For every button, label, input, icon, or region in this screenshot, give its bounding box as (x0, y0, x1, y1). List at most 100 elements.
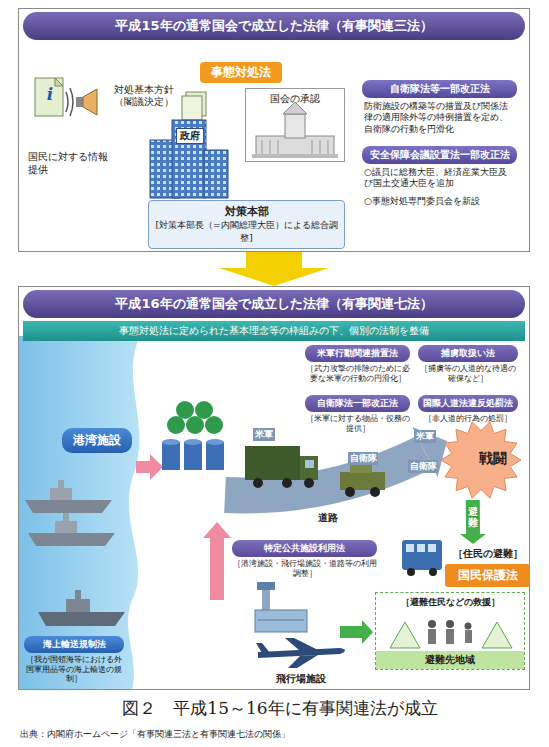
node-title: 特定公共施設利用法 (232, 540, 377, 557)
supply-stock (205, 416, 223, 434)
truck (245, 446, 300, 480)
node-title: ［避難住民などの救援］ (376, 593, 524, 609)
evacuee-figures (446, 620, 454, 628)
evacuation-area: ［避難住民などの救援］ 避難先地域 (375, 592, 525, 670)
connector-arrow (460, 500, 486, 544)
bus (402, 540, 442, 570)
airport (255, 582, 307, 632)
diet-building (285, 114, 305, 138)
law-box: 自衛隊法一部改正法［米軍に対する物品・役務の提供］ (305, 395, 410, 433)
speaker-icon (83, 89, 97, 115)
sea (18, 336, 140, 690)
truck (300, 456, 318, 480)
text-label: 飛行場施設 (276, 672, 336, 686)
node-title: 対策本部 (151, 204, 342, 219)
text-label: 対処基本方針（閣議決定） (108, 84, 180, 109)
supply-stock (162, 439, 180, 445)
panel-ground (18, 8, 530, 252)
pink-arrow (136, 454, 231, 600)
supply-stock (176, 401, 194, 419)
warship (50, 488, 72, 500)
source-note: 出典：内閣府ホームページ「有事関連三法と有事関連七法の関係」 (20, 728, 520, 741)
supply-stock (206, 442, 224, 470)
edge-label: 避難 (467, 506, 479, 528)
truck (245, 446, 318, 488)
law-box: ［住民の避難］国民保護法 (445, 544, 530, 587)
diet-building (252, 102, 338, 158)
node-title: 戦闘 (440, 420, 522, 468)
node-text: 事態対処法に定められた基本理念等の枠組みの下、個別の法制を整備 (23, 321, 525, 341)
speaker-icon (66, 92, 68, 112)
speaker-icon (66, 88, 97, 116)
jeep (345, 487, 355, 497)
node-title: 国際人道法違反処罰法 (418, 395, 518, 412)
warship (58, 480, 64, 488)
truck (282, 478, 292, 488)
evacuee-figures (465, 623, 472, 630)
figure-caption: 図２ 平成15～16年に有事関連法が成立 (40, 697, 520, 720)
text-label: 米軍 (253, 428, 275, 441)
node-title: 国会の承認 (246, 89, 344, 106)
truck (253, 478, 263, 488)
evacuee-figures (446, 629, 454, 644)
facility-label: 港湾施設 (62, 428, 132, 453)
bus (417, 544, 425, 552)
node-text: 国民保護法 (445, 564, 530, 587)
bus (402, 540, 442, 576)
diet-building (262, 140, 328, 154)
headquarters-box: 対策本部[対策本部長（=内閣総理大臣）による総合調整] (148, 200, 345, 249)
evacuee-figures (390, 620, 512, 648)
text-label: i (43, 84, 57, 104)
law-panel: 米軍行動関連措置法［武力攻撃の排除のために必要な米軍の行動の円滑化］ 捕虜取扱い法… (18, 286, 530, 690)
document-icon (35, 78, 63, 116)
connector-shaft (466, 500, 480, 534)
warship (55, 521, 77, 533)
evacuee-figures (428, 629, 436, 644)
diet-box: 国会の承認 (245, 88, 345, 162)
battle-burst: 戦闘 (440, 420, 522, 500)
evacuee-figures (465, 630, 472, 643)
policy-documents (182, 96, 202, 120)
node-title: 捕虜取扱い法 (418, 345, 518, 362)
warship (25, 500, 112, 513)
text-label: 自衛隊 (348, 452, 378, 465)
green-arrow (340, 620, 373, 644)
law-box: 米軍行動関連措置法［武力攻撃の排除のために必要な米軍の行動の円滑化］ (305, 345, 410, 383)
arrowhead (219, 268, 329, 286)
airport (257, 582, 275, 590)
law-box: 事態対処法 (200, 62, 282, 83)
document-icon (35, 78, 63, 116)
truck (305, 460, 314, 468)
connector-arrow (219, 252, 329, 286)
node-text: 防衛施設の構築等の措置及び関係法律の適用除外等の特例措置を定め、自衛隊の行動を円… (362, 98, 517, 138)
node-text: ○議員に総務大臣、経済産業大臣及び国土交通大臣を追加 (362, 164, 517, 193)
bus (406, 544, 414, 552)
node-title: 自衛隊法一部改正法 (305, 395, 410, 412)
policy-documents (182, 92, 206, 120)
warship (75, 590, 81, 599)
node-title: 海上輸送規制法 (24, 636, 124, 653)
bus (428, 544, 436, 552)
node-text: ［非人道的行為の処罰］ (418, 412, 518, 424)
airport (262, 588, 270, 612)
supply-stock (206, 439, 224, 445)
node-text: 避難先地域 (376, 651, 524, 669)
text-label: 国民に対する情報提供 (28, 150, 112, 176)
node-text: ○事態対処専門委員会を新設 (362, 193, 517, 210)
node-text: ［捕虜等の人道的な待遇の確保など］ (418, 362, 518, 383)
warship (28, 533, 115, 546)
node-title: 自衛隊法等一部改正法 (362, 80, 517, 98)
diet-building (256, 136, 334, 156)
warship (63, 513, 69, 521)
node-title: 安全保障会議設置法一部改正法 (362, 146, 517, 164)
diet-building (252, 154, 338, 158)
supply-stock (184, 439, 202, 445)
law-box: 海上輸送規制法［我が国領海等における外国軍用品等の海上輸送の規制］ (24, 636, 124, 684)
node-text: [対策本部長（=内閣総理大臣）による総合調整] (151, 219, 342, 245)
supply-stock (167, 416, 185, 434)
green-arrow (340, 620, 373, 644)
airplane (256, 643, 270, 653)
bus (429, 568, 437, 576)
